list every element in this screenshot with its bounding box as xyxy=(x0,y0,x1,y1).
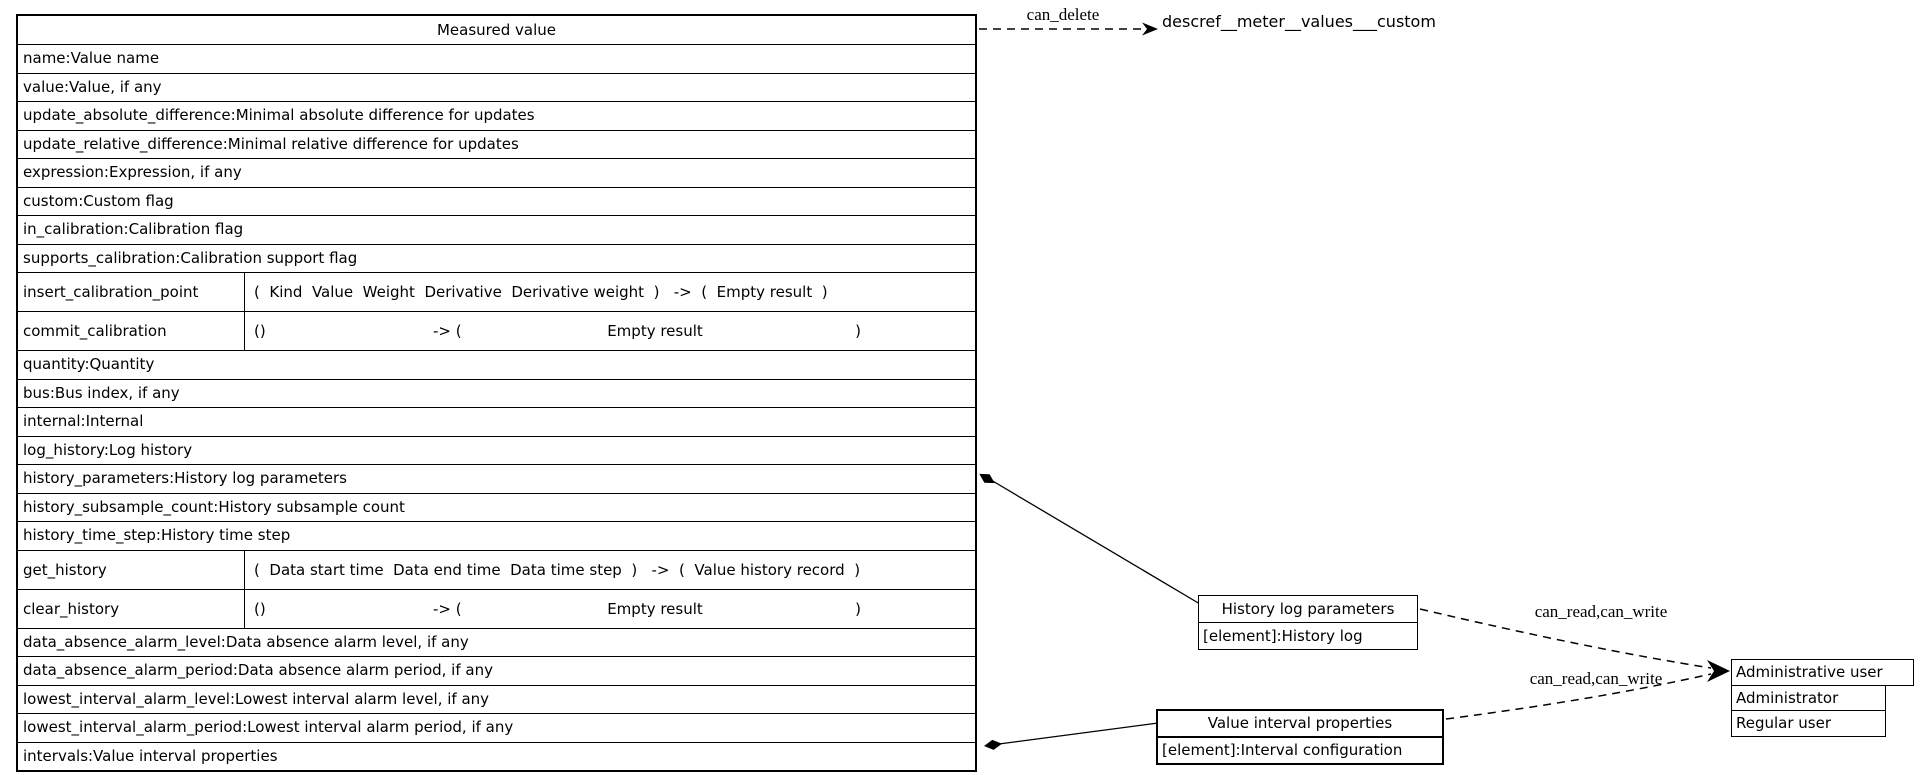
attribute-label: custom:Custom flag xyxy=(23,191,174,210)
table-row-log-history: log_history:Log history xyxy=(18,437,975,465)
table-row-quantity: quantity:Quantity xyxy=(18,351,975,380)
signature-args: () xyxy=(254,322,266,340)
history-log-parameters-node: History log parameters [element]:History… xyxy=(1198,595,1418,650)
attribute-label: history_parameters:History log parameter… xyxy=(23,469,347,487)
intervals-composition-edge xyxy=(994,722,1159,746)
table-row-internal: internal:Internal xyxy=(18,408,975,437)
table-row-history-time-step: history_time_step:History time step xyxy=(18,522,975,551)
method-signature: () -> ( Empty result ) xyxy=(245,590,975,628)
signature-close: ) xyxy=(855,599,861,618)
administrative-user-node: Administrative user Administrator Regula… xyxy=(1731,659,1914,737)
table-row-supports-calibration: supports_calibration:Calibration support… xyxy=(18,245,975,273)
table-row-data-absence-alarm-level: data_absence_alarm_level:Data absence al… xyxy=(18,629,975,657)
history-permission-edge-label: can_read,can_write xyxy=(1534,602,1668,621)
node-row-element: [element]:Interval configuration xyxy=(1162,741,1403,759)
attribute-label: in_calibration:Calibration flag xyxy=(23,220,244,238)
value-interval-properties-node: Value interval properties [element]:Inte… xyxy=(1156,709,1444,765)
node-row-regular-user: Regular user xyxy=(1731,710,1886,737)
attribute-label: lowest_interval_alarm_level:Lowest inter… xyxy=(23,689,490,708)
attribute-label: data_absence_alarm_level:Data absence al… xyxy=(23,632,469,651)
method-name: clear_history xyxy=(18,589,245,628)
table-row-update-relative-difference: update_relative_difference:Minimal relat… xyxy=(18,131,975,159)
attribute-label: data_absence_alarm_period:Data absence a… xyxy=(23,661,493,679)
attribute-label: value:Value, if any xyxy=(23,77,162,96)
table-row-lowest-interval-alarm-level: lowest_interval_alarm_level:Lowest inter… xyxy=(18,686,975,714)
can-delete-arrowhead xyxy=(1142,22,1158,36)
attribute-label: expression:Expression, if any xyxy=(23,163,242,181)
external-ref-descref-meter-values-custom: descref__meter__values___custom xyxy=(1162,12,1436,31)
table-row-insert-calibration-point: insert_calibration_point ( Kind Value We… xyxy=(18,273,975,312)
can-delete-edge-label: can_delete xyxy=(1026,5,1100,24)
method-name: commit_calibration xyxy=(18,312,245,350)
attribute-label: quantity:Quantity xyxy=(23,355,155,373)
signature-result: Empty result xyxy=(607,599,703,618)
node-row-administrator: Administrator xyxy=(1731,684,1886,712)
history-composition-edge xyxy=(990,479,1201,605)
table-row-bus: bus:Bus index, if any xyxy=(18,380,975,408)
intervals-composition-diamond xyxy=(984,739,1002,750)
attribute-label: lowest_interval_alarm_period:Lowest inte… xyxy=(23,718,514,736)
attribute-label: internal:Internal xyxy=(23,412,144,430)
signature-arrow: -> ( xyxy=(433,322,462,340)
attribute-label: history_time_step:History time step xyxy=(23,526,291,544)
attribute-label: history_subsample_count:History subsampl… xyxy=(23,497,405,516)
attribute-label: bus:Bus index, if any xyxy=(23,383,180,402)
table-row-intervals: intervals:Value interval properties xyxy=(18,743,975,771)
node-title: Measured value xyxy=(18,16,975,45)
table-row-expression: expression:Expression, if any xyxy=(18,159,975,188)
table-row-history-parameters: history_parameters:History log parameter… xyxy=(18,465,975,494)
table-row-in-calibration: in_calibration:Calibration flag xyxy=(18,216,975,245)
node-title: Administrative user xyxy=(1731,659,1914,686)
table-row-clear-history: clear_history () -> ( Empty result ) xyxy=(18,589,975,629)
table-row-name: name:Value name xyxy=(18,45,975,74)
node-title: History log parameters xyxy=(1199,596,1417,623)
signature-result: Empty result xyxy=(607,322,703,340)
attribute-label: update_absolute_difference:Minimal absol… xyxy=(23,106,535,124)
attribute-label: intervals:Value interval properties xyxy=(23,746,278,765)
table-row-history-subsample-count: history_subsample_count:History subsampl… xyxy=(18,494,975,522)
table-row-commit-calibration: commit_calibration () -> ( Empty result … xyxy=(18,312,975,351)
method-signature: ( Kind Value Weight Derivative Derivativ… xyxy=(254,283,828,301)
table-row-update-absolute-difference: update_absolute_difference:Minimal absol… xyxy=(18,102,975,131)
signature-close: ) xyxy=(855,322,861,340)
node-row-element: [element]:History log xyxy=(1203,627,1363,645)
attribute-label: log_history:Log history xyxy=(23,440,193,459)
attribute-label: update_relative_difference:Minimal relat… xyxy=(23,134,519,153)
node-title: Value interval properties xyxy=(1158,711,1442,738)
table-row-lowest-interval-alarm-period: lowest_interval_alarm_period:Lowest inte… xyxy=(18,714,975,743)
table-row-custom: custom:Custom flag xyxy=(18,188,975,216)
table-row-data-absence-alarm-period: data_absence_alarm_period:Data absence a… xyxy=(18,657,975,686)
history-composition-diamond xyxy=(979,473,995,484)
intervals-permission-edge-label: can_read,can_write xyxy=(1529,669,1663,688)
method-signature: ( Data start time Data end time Data tim… xyxy=(254,560,861,579)
attribute-label: supports_calibration:Calibration support… xyxy=(23,248,358,267)
permission-arrowhead xyxy=(1707,660,1730,682)
measured-value-node: Measured value name:Value name value:Val… xyxy=(16,14,977,772)
attribute-label: name:Value name xyxy=(23,49,160,67)
signature-args: () xyxy=(254,599,266,618)
method-name: insert_calibration_point xyxy=(18,273,245,311)
table-row-value: value:Value, if any xyxy=(18,74,975,102)
signature-arrow: -> ( xyxy=(433,599,462,618)
method-name: get_history xyxy=(18,550,245,589)
method-signature: () -> ( Empty result ) xyxy=(245,312,975,350)
table-row-get-history: get_history ( Data start time Data end t… xyxy=(18,550,975,590)
